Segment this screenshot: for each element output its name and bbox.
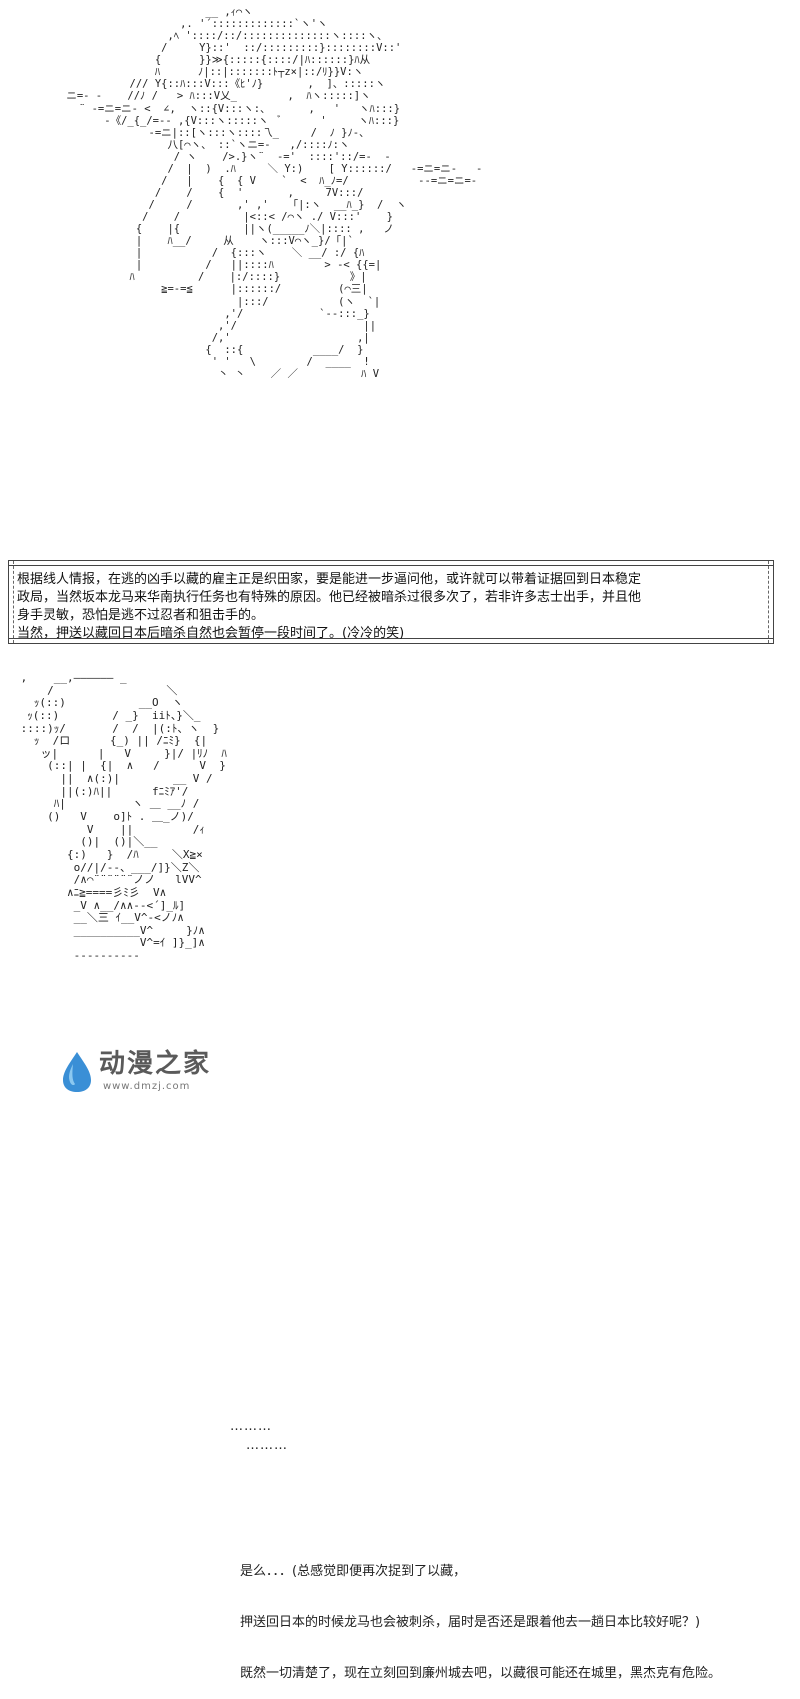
dialogue-text: 是么．．．(总感觉即便再次捉到了以藏， 押送回日本的时候龙马也会被刺杀，届时是否… (240, 1529, 800, 1699)
water-drop-icon (62, 1051, 91, 1092)
dialogue-line: 押送回日本的时候龙马也会被刺杀，届时是否还是跟着他去一趟日本比较好呢？) (240, 1615, 701, 1630)
narration-line: 政局，当然坂本龙马来华南执行任务也有特殊的原因。他已经被暗杀过很多次了，若非许多… (17, 590, 642, 605)
dialogue-line: 是么．．．(总感觉即便再次捉到了以藏， (240, 1564, 467, 1579)
ascii-art-figure-bottom: , __,―――――― _ / ＼ ｯ(::) __O ヽ ｯ(::) / _}… (14, 671, 721, 1681)
narration-text: 根据线人情报，在逃的凶手以藏的雇主正是织田家，要是能进一步逼问他，或许就可以带着… (17, 571, 763, 643)
narration-line: 身手灵敏，恐怕是逃不过忍者和狙击手的。 (17, 608, 265, 623)
watermark-logo: 动漫之家 www.dmzj.com (59, 1048, 219, 1096)
narration-border-bottom (8, 638, 774, 639)
watermark-url: www.dmzj.com (102, 1080, 191, 1092)
narration-line: 当然，押送以藏回日本后暗杀自然也会暂停一段时间了。(冷冷的笑) (17, 626, 405, 641)
watermark-name: 动漫之家 (98, 1048, 211, 1079)
ellipsis-second: ……… (246, 1438, 288, 1453)
ellipsis-first: ……… (230, 1419, 272, 1434)
ascii-art-figure-top: __ ,ｨ⌒ヽ ,. '´:::::::::::::`ヽ'ヽ ,ﾍ '::::/… (66, 6, 483, 380)
narration-border-right (768, 561, 769, 643)
narration-border-top (8, 565, 774, 566)
narration-border-left (13, 561, 14, 643)
narration-box: 根据线人情报，在逃的凶手以藏的雇主正是织田家，要是能进一步逼问他，或许就可以带着… (8, 560, 774, 644)
narration-line: 根据线人情报，在逃的凶手以藏的雇主正是织田家，要是能进一步逼问他，或许就可以带着… (17, 572, 642, 587)
dialogue-line: 既然一切清楚了，现在立刻回到廉州城去吧，以藏很可能还在城里，黑杰克有危险。 (240, 1666, 722, 1681)
